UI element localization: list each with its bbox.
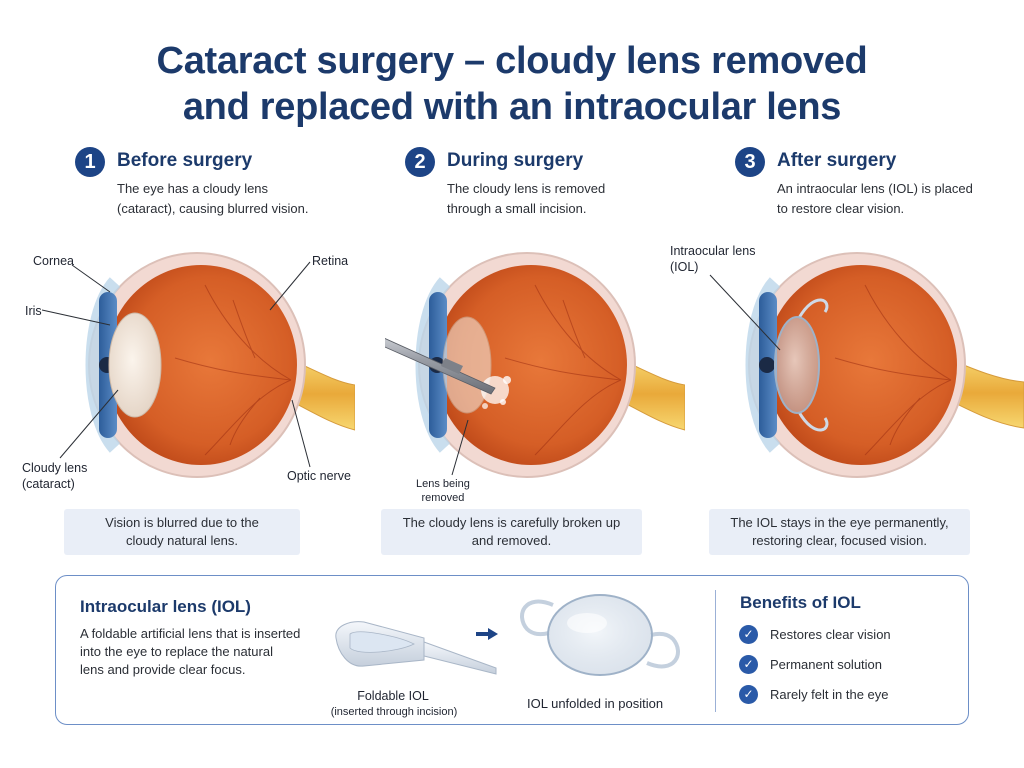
foldable-iol-illustration [335, 621, 497, 675]
label-intraocular-lens-line-2: (IOL) [670, 260, 699, 274]
iol-panel-description: A foldable artificial lens that is inser… [80, 625, 330, 679]
step-description: The eye has a cloudy lens (cataract), ca… [117, 179, 377, 219]
retina-vessels [174, 284, 292, 456]
step-description: The cloudy lens is removed through a sma… [447, 179, 707, 219]
leader-line-cornea [71, 264, 111, 293]
page-title-line-1: Cataract surgery – cloudy lens removed [156, 40, 868, 82]
panel-divider [715, 590, 716, 712]
label-optic-nerve: Optic nerve [287, 469, 351, 483]
iol-info-panel [55, 575, 969, 725]
eye-diagram-during [385, 252, 685, 478]
caption-line-2: cloudy natural lens. [125, 533, 238, 548]
unfolded-iol-illustration [520, 594, 680, 676]
step-description-line-1: An intraocular lens (IOL) is placed [777, 181, 973, 196]
pupil [759, 357, 775, 373]
label-intraocular-lens: Intraocular lens (IOL) [670, 243, 755, 275]
label-cloudy-lens-line-1: Cloudy lens [22, 461, 88, 475]
step-description-line-2: through a small incision. [447, 201, 587, 216]
step-heading: During surgery [447, 150, 584, 171]
eye-diagram-before [85, 252, 355, 478]
retina-vessels [504, 284, 622, 456]
eye-cross-section [415, 252, 685, 478]
leader-line-retina [269, 261, 311, 311]
fragment-burst [481, 376, 511, 409]
check-icon: ✓ [739, 684, 758, 704]
iol-panel-title: Intraocular lens (IOL) [80, 597, 251, 616]
arrow-right-icon [476, 628, 498, 640]
intraocular-lens [774, 298, 829, 432]
benefit-item: ✓ Permanent solution [739, 654, 882, 674]
caption-line-2: restoring clear, focused vision. [752, 533, 927, 548]
label-retina: Retina [312, 254, 349, 268]
label-lens-being-removed-line-2: removed [421, 492, 465, 504]
surgical-probe [385, 338, 496, 395]
benefit-label: Rarely felt in the eye [770, 686, 889, 702]
eye-cross-section [85, 252, 355, 478]
leader-line-lens-being-removed [451, 419, 469, 476]
benefit-item: ✓ Restores clear vision [739, 624, 891, 644]
label-foldable-iol: Foldable IOL [357, 689, 429, 703]
step-description-line-1: The cloudy lens is removed [447, 181, 606, 196]
eye-cross-section [745, 252, 1024, 478]
label-lens-being-removed-line-1: Lens being [416, 478, 470, 490]
label-intraocular-lens-line-1: Intraocular lens [670, 244, 756, 258]
label-iol-unfolded: IOL unfolded in position [527, 696, 664, 711]
step-description-line-1: The eye has a cloudy lens [117, 181, 269, 196]
benefit-label: Permanent solution [770, 656, 883, 672]
caption-before: Vision is blurred due to the cloudy natu… [64, 509, 300, 555]
step-heading: Before surgery [117, 150, 253, 171]
caption-line-2: and removed. [471, 533, 552, 548]
retina-vessels [834, 284, 952, 456]
page-title: Cataract surgery – cloudy lens removed a… [0, 38, 1024, 130]
benefits-title: Benefits of IOL [740, 593, 861, 612]
leader-line-cloudy-lens [59, 389, 119, 459]
caption-line-1: Vision is blurred due to the [105, 515, 259, 530]
page-title-line-2: and replaced with an intraocular lens [182, 86, 842, 128]
iol-description-line-3: lens and provide clear focus. [80, 662, 246, 677]
unfolded-iol [520, 594, 680, 676]
check-icon: ✓ [739, 654, 758, 674]
iol-description-line-1: A foldable artificial lens that is inser… [80, 626, 301, 641]
iol-injector [335, 621, 497, 675]
step-number-badge: 2 [405, 147, 435, 177]
caption-after: The IOL stays in the eye permanently, re… [709, 509, 970, 555]
eye-diagram-after [745, 252, 1024, 478]
label-cloudy-lens: Cloudy lens (cataract) [22, 460, 87, 492]
caption-line-1: The cloudy lens is carefully broken up [402, 515, 621, 530]
step-description: An intraocular lens (IOL) is placed to r… [777, 179, 1024, 219]
step-heading: After surgery [777, 150, 897, 171]
label-cornea: Cornea [33, 254, 74, 268]
benefit-label: Restores clear vision [770, 626, 891, 642]
benefit-item: ✓ Rarely felt in the eye [739, 684, 889, 704]
check-icon: ✓ [739, 624, 758, 644]
leader-line-iol [709, 274, 781, 351]
leader-line-iris [41, 309, 111, 326]
iol-description-line-2: into the eye to replace the natural [80, 644, 273, 659]
caption-during: The cloudy lens is carefully broken up a… [381, 509, 642, 555]
cloudy-lens [108, 312, 162, 418]
label-cloudy-lens-line-2: (cataract) [22, 477, 75, 491]
label-lens-being-removed: Lens being removed [416, 477, 470, 505]
caption-line-1: The IOL stays in the eye permanently, [730, 515, 949, 530]
label-iris: Iris [25, 304, 42, 318]
step-description-line-2: (cataract), causing blurred vision. [117, 201, 309, 216]
leader-line-optic-nerve [291, 399, 311, 468]
label-foldable-iol-sub: (inserted through incision) [330, 706, 458, 718]
step-description-line-2: to restore clear vision. [777, 201, 905, 216]
step-number-badge: 1 [75, 147, 105, 177]
step-number-badge: 3 [735, 147, 765, 177]
